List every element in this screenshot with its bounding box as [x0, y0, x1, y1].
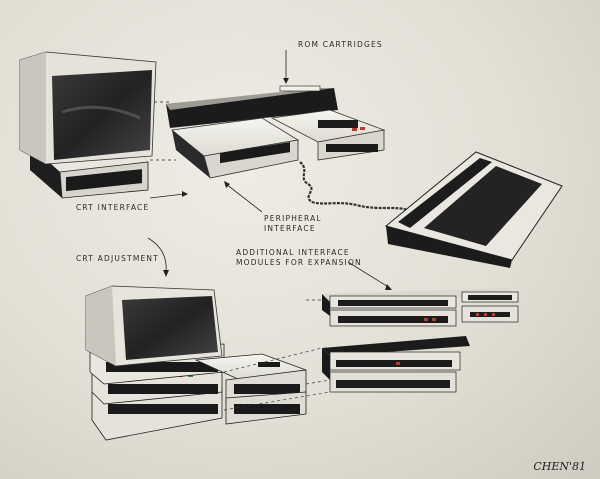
crt-stack-bottom [85, 285, 307, 441]
label-peripheral-interface-2: INTERFACE [264, 224, 316, 233]
keyboard [384, 151, 563, 268]
artist-signature: CHEN'81 [533, 460, 586, 473]
label-rom-cartridges: ROM CARTRIDGES [298, 40, 383, 49]
label-additional-modules-1: ADDITIONAL INTERFACE [236, 248, 350, 257]
label-peripheral-interface-1: PERIPHERAL [264, 214, 322, 223]
console-unit-top [166, 85, 386, 179]
label-crt-interface: CRT INTERFACE [76, 203, 150, 212]
expansion-modules [322, 288, 519, 393]
label-crt-adjustment: CRT ADJUSTMENT [76, 254, 160, 263]
coiled-cable [299, 161, 409, 212]
label-additional-modules-2: MODULES FOR EXPANSION [236, 258, 362, 267]
crt-monitor-top [19, 51, 157, 199]
